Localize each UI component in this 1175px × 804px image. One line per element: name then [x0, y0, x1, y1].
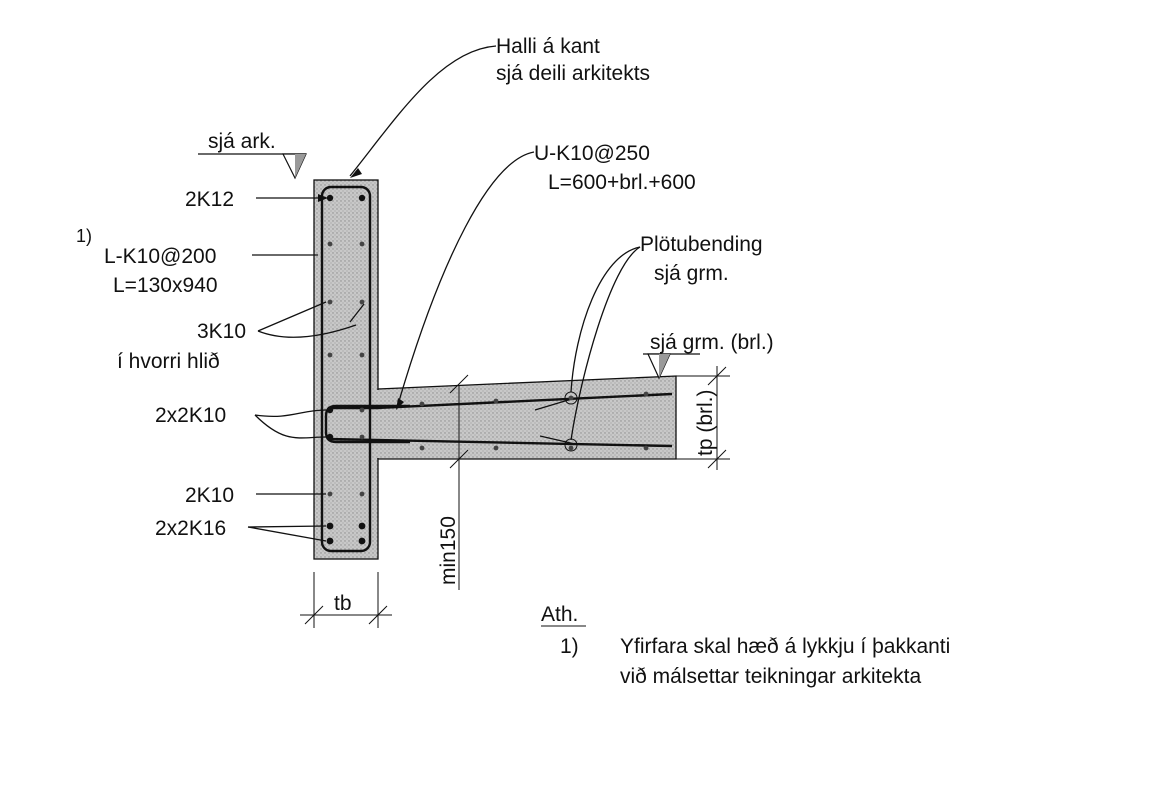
label-note-ref-1: 1): [76, 226, 92, 246]
dimension-tb: [300, 572, 392, 628]
label-3k10: 3K10: [197, 320, 246, 343]
level-marker-grm: [643, 353, 700, 380]
label-uk10-line1: U-K10@250: [534, 142, 650, 165]
wall-rebar-dots: [326, 194, 366, 545]
label-halli-line1: Halli á kant: [496, 35, 600, 58]
label-2x2k10: 2x2K10: [155, 404, 226, 427]
concrete-wall: [313, 179, 379, 560]
plate-bend-hook-bottom: [539, 435, 576, 445]
label-plotubending-line1: Plötubending: [640, 233, 763, 256]
u-bar-k10: [324, 404, 410, 444]
label-2k10: 2K10: [185, 484, 234, 507]
label-i-hvorri-hlid: í hvorri hlið: [117, 350, 220, 373]
label-halli-line2: sjá deili arkitekts: [496, 62, 650, 85]
slab-rebar-dots: [419, 391, 649, 451]
leader-lines: [247, 45, 641, 542]
label-tp-brl: tp (brl.): [694, 389, 717, 456]
label-tb: tb: [334, 592, 352, 615]
label-sja-grm-brl: sjá grm. (brl.): [650, 331, 774, 354]
level-marker-ark: [198, 153, 307, 180]
dimension-min150: [449, 374, 469, 590]
label-lk10-line1: L-K10@200: [104, 245, 216, 268]
wall-tie: [349, 303, 365, 323]
label-2x2k16: 2x2K16: [155, 517, 226, 540]
label-sja-ark: sjá ark.: [208, 130, 276, 153]
label-uk10-line2: L=600+brl.+600: [548, 171, 696, 194]
plate-bend-hook-top: [534, 397, 576, 411]
note-1-number: 1): [560, 635, 579, 658]
label-2k12: 2K12: [185, 188, 234, 211]
label-lk10-line2: L=130x940: [113, 274, 218, 297]
slab-bottom-bar: [327, 437, 673, 448]
label-min150: min150: [437, 516, 460, 585]
notes-heading: Ath.: [541, 603, 578, 626]
note-1-line2: við málsettar teikningar arkitekta: [620, 665, 921, 688]
label-plotubending-line2: sjá grm.: [654, 262, 729, 285]
note-1-line1: Yfirfara skal hæð á lykkju í þakkanti: [620, 635, 950, 658]
stirrup-l-k10: [320, 185, 372, 553]
dimension-tp: [676, 366, 730, 470]
